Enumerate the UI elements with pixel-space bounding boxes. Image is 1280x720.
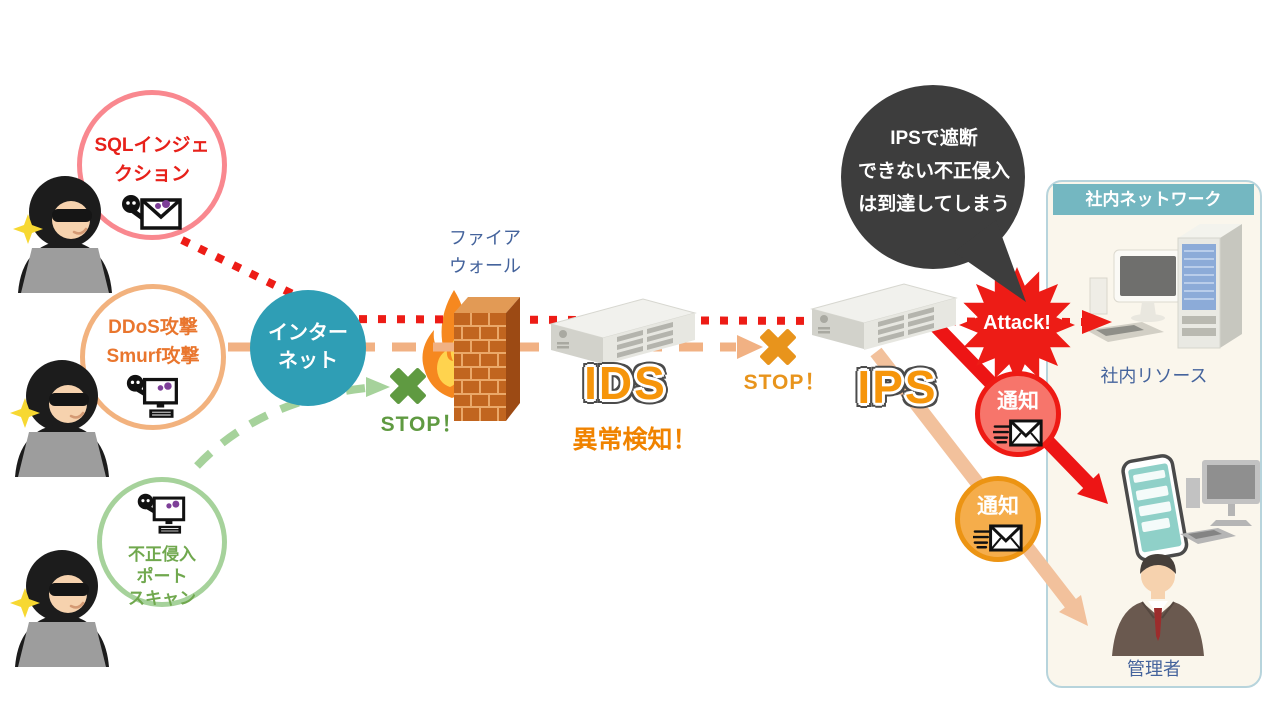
- smartphone-icon: [1121, 454, 1189, 562]
- starburst-shape: [959, 267, 1075, 383]
- speech-bubble-line3: は到達してしまう: [858, 194, 1010, 215]
- speech-bubble-line1: IPSで遮断: [890, 128, 978, 149]
- ids-server-icon: [549, 298, 697, 365]
- internet-label-line1: インター: [268, 322, 348, 344]
- notify-red-arrowhead: [1077, 473, 1108, 504]
- panel-title: 社内ネットワーク: [1053, 184, 1254, 215]
- speech-bubble: [841, 85, 1026, 302]
- brick-wall-icon: [454, 297, 520, 421]
- attack-starburst: Attack!: [958, 266, 1076, 384]
- portscan-label-line1: 不正侵入: [128, 545, 196, 564]
- ids-label: IDS: [584, 357, 667, 409]
- attacker-circle-ddos: DDoS攻撃 Smurf攻撃: [80, 284, 226, 430]
- hacker-icon: [10, 550, 109, 667]
- desktop-computer-icon: [1086, 249, 1183, 342]
- sql-attack-label-line1: SQLインジェ: [94, 135, 210, 156]
- notify-red-badge: 通知: [975, 371, 1061, 457]
- notify-red-label: 通知: [997, 390, 1039, 413]
- attacker-circle-sql: SQLインジェ クション: [77, 90, 227, 240]
- ddos-attack-label-line1: DDoS攻撃: [108, 317, 198, 338]
- portscan-label-line2: ポート: [136, 567, 188, 586]
- ips-label: IPS: [857, 361, 938, 413]
- internet-label-line2: ネット: [278, 350, 338, 372]
- notify-orange-arrowhead: [1059, 595, 1088, 626]
- mail-speed-icon: [973, 524, 1023, 552]
- firewall-stop-label: STOP！: [380, 413, 464, 436]
- attacker-circle-portscan: 不正侵入 ポート スキャン: [97, 477, 227, 608]
- firewall-label-line2: ウォール: [449, 256, 521, 276]
- hacker-computer-icon: [126, 374, 178, 418]
- hacker-icon: [13, 176, 112, 293]
- ips-server-icon: [810, 283, 958, 350]
- orange-cross-icon: [760, 329, 796, 365]
- admin-label: 管理者: [1127, 659, 1181, 679]
- server-rack-icon: [1177, 224, 1242, 349]
- ips-stop-label: STOP！: [743, 371, 827, 394]
- speech-bubble-line2: できない不正侵入: [857, 161, 1010, 182]
- attack-dotted-arrowhead: [1082, 310, 1112, 334]
- firewall-label-line1: ファイア: [449, 228, 521, 248]
- portscan-dashed-arrowhead: [366, 377, 390, 397]
- ddos-dashed-arrowhead: [737, 335, 763, 359]
- speech-bubble-text: IPSで遮断 できない不正侵入 は到達してしまう: [850, 122, 1018, 221]
- internet-node: インター ネット: [250, 290, 366, 406]
- green-cross-icon: [390, 368, 426, 404]
- notify-orange-label: 通知: [977, 495, 1019, 518]
- hacker-icon: [10, 360, 109, 477]
- sql-attack-label-line2: クション: [113, 164, 190, 185]
- resources-label: 社内リソース: [1100, 366, 1208, 386]
- attack-label: Attack!: [983, 312, 1051, 334]
- ids-alert-label: 異常検知！: [572, 426, 698, 454]
- hacker-computer-icon: [137, 493, 186, 534]
- notify-orange-arrow: [870, 347, 1077, 609]
- admin-person-icon: [1112, 554, 1204, 656]
- portscan-label-line3: スキャン: [128, 589, 196, 608]
- notify-orange-badge: 通知: [955, 476, 1041, 562]
- ddos-attack-label-line2: Smurf攻撃: [106, 346, 200, 367]
- mail-speed-icon: [993, 419, 1043, 447]
- firewall-label: ファイア ウォール: [425, 224, 545, 280]
- hacker-mail-icon: [122, 195, 182, 230]
- admin-desktop-icon: [1180, 460, 1260, 544]
